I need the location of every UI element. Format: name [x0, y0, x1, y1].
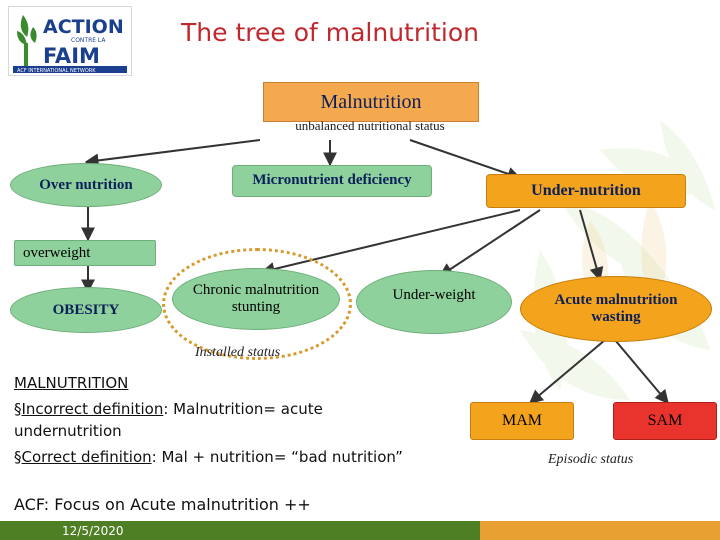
- malnutrition-node: Malnutrition: [263, 82, 479, 122]
- mam-label: MAM: [501, 412, 542, 429]
- footer-bar: [0, 521, 720, 540]
- incorrect-definition: §Incorrect definition: Malnutrition= acu…: [14, 400, 323, 418]
- sam-label: SAM: [647, 412, 683, 429]
- overweight-label: overweight: [23, 244, 91, 261]
- malnutrition-subtitle: unbalanced nutritional status: [295, 118, 445, 133]
- line-under-acute: [579, 209, 604, 282]
- correct-label: Correct definition: [21, 448, 152, 466]
- line-to-under: [409, 139, 522, 181]
- episodic-status-label: Episodic status: [548, 452, 634, 467]
- micronutrient-node: Micronutrient deficiency: [232, 165, 432, 197]
- line-under-underweight: [438, 209, 541, 277]
- correct-definition: §Correct definition: Mal + nutrition= “b…: [14, 448, 403, 466]
- chronic-node: Chronic malnutrition stunting: [172, 268, 340, 330]
- obesity-node: OBESITY: [10, 287, 162, 333]
- under-nutrition-label: Under-nutrition: [531, 182, 641, 199]
- slide-date: 12/5/2020: [62, 524, 124, 538]
- logo-line4: ACF INTERNATIONAL NETWORK: [17, 68, 96, 74]
- acute-node: Acute malnutrition wasting: [520, 276, 712, 342]
- incorrect-label: Incorrect definition: [21, 400, 164, 418]
- logo-line3: FAIM: [43, 44, 100, 68]
- notes-heading: MALNUTRITION: [14, 374, 129, 392]
- bullet-icon: §: [14, 400, 22, 418]
- bullet-icon: §: [14, 448, 22, 466]
- overweight-node: overweight: [14, 240, 156, 266]
- under-nutrition-node: Under-nutrition: [486, 174, 686, 208]
- underweight-node: Under-weight: [356, 270, 512, 334]
- logo-line1: ACTION: [43, 16, 124, 38]
- incorrect-text: : Malnutrition= acute: [163, 400, 323, 418]
- slide-title: The tree of malnutrition: [181, 18, 479, 47]
- line-acute-sam: [614, 339, 669, 405]
- installed-status-label: Installed status: [195, 345, 281, 360]
- over-nutrition-node: Over nutrition: [10, 163, 162, 207]
- sam-node: SAM: [613, 402, 717, 440]
- acute-line1: Acute malnutrition: [554, 292, 678, 308]
- chronic-highlight-ring: [162, 248, 352, 360]
- over-nutrition-label: Over nutrition: [39, 176, 133, 193]
- line-acute-mam: [528, 339, 606, 404]
- focus-note: ACF: Focus on Acute malnutrition ++: [14, 495, 311, 514]
- line-to-over: [84, 139, 261, 168]
- acf-logo: ACTION CONTRE LA FAIM ACF INTERNATIONAL …: [8, 6, 132, 76]
- malnutrition-label: Malnutrition: [320, 90, 422, 113]
- mam-node: MAM: [470, 402, 574, 440]
- chronic-line1: Chronic malnutrition: [192, 282, 320, 298]
- acute-line2: wasting: [591, 309, 641, 325]
- logo-leaf-icon: ACTION CONTRE LA FAIM ACF INTERNATIONAL …: [13, 15, 127, 74]
- chronic-line2: stunting: [231, 299, 281, 315]
- micronutrient-label: Micronutrient deficiency: [252, 172, 412, 188]
- incorrect-continuation: undernutrition: [14, 422, 122, 440]
- logo-line2: CONTRE LA: [71, 37, 106, 44]
- obesity-label: OBESITY: [52, 301, 120, 318]
- underweight-label: Under-weight: [392, 287, 476, 303]
- correct-text: : Mal + nutrition= “bad nutrition”: [151, 448, 403, 466]
